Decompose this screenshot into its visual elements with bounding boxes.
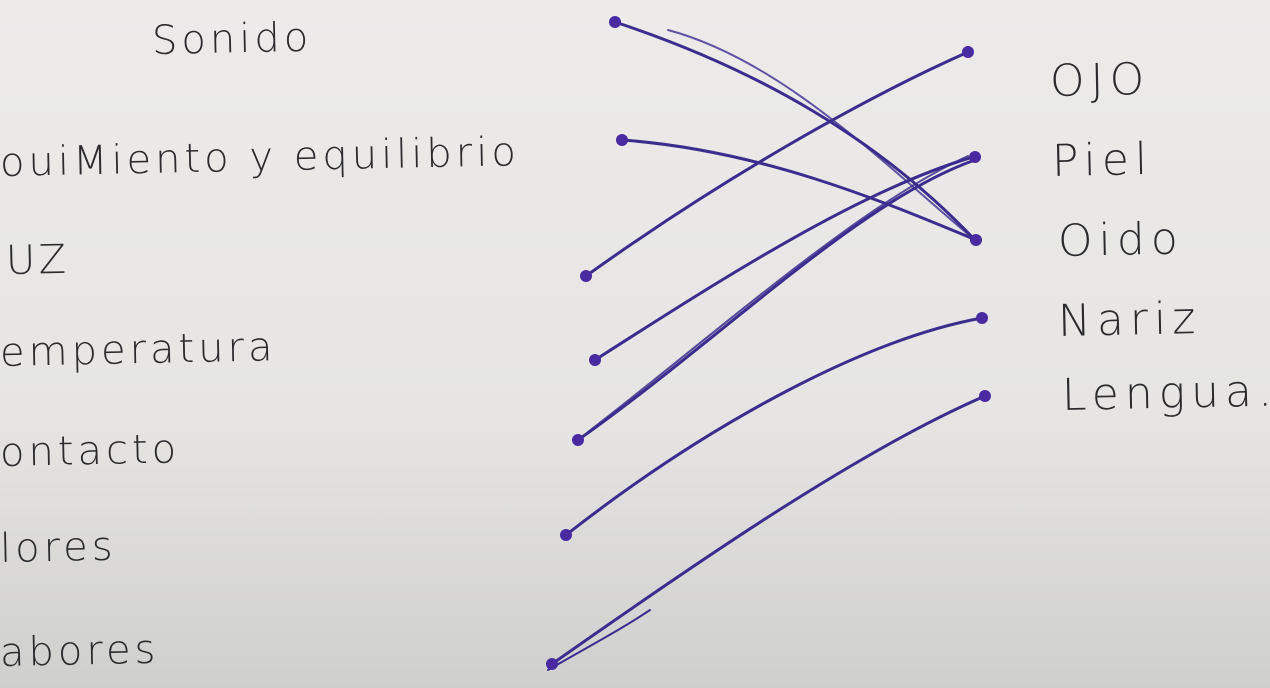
line-contacto-piel-stroke	[587, 155, 969, 433]
line-sabores-lengua	[550, 394, 987, 666]
dot-left-contacto	[572, 434, 584, 446]
dot-left-movimiento	[616, 134, 628, 146]
dot-right-lengua	[979, 390, 991, 402]
dot-right-piel	[969, 151, 981, 163]
dot-left-sonido	[609, 16, 621, 28]
dot-left-temperatura	[589, 354, 601, 366]
dot-right-ojo	[962, 46, 974, 58]
line-luz-ojo	[584, 50, 970, 278]
line-sabores-lengua-stroke	[547, 609, 651, 671]
dot-left-luz	[580, 270, 592, 282]
line-movimiento-oido	[620, 138, 978, 242]
line-olores-nariz	[564, 316, 984, 537]
line-contacto-piel	[576, 158, 977, 442]
line-sonido-oido-stroke	[667, 29, 971, 237]
line-temperatura-piel	[593, 155, 975, 362]
dot-left-olores	[560, 529, 572, 541]
line-sonido-oido	[613, 20, 977, 242]
dot-left-sabores	[546, 658, 558, 670]
dot-right-oido	[970, 234, 982, 246]
dot-right-nariz	[976, 312, 988, 324]
